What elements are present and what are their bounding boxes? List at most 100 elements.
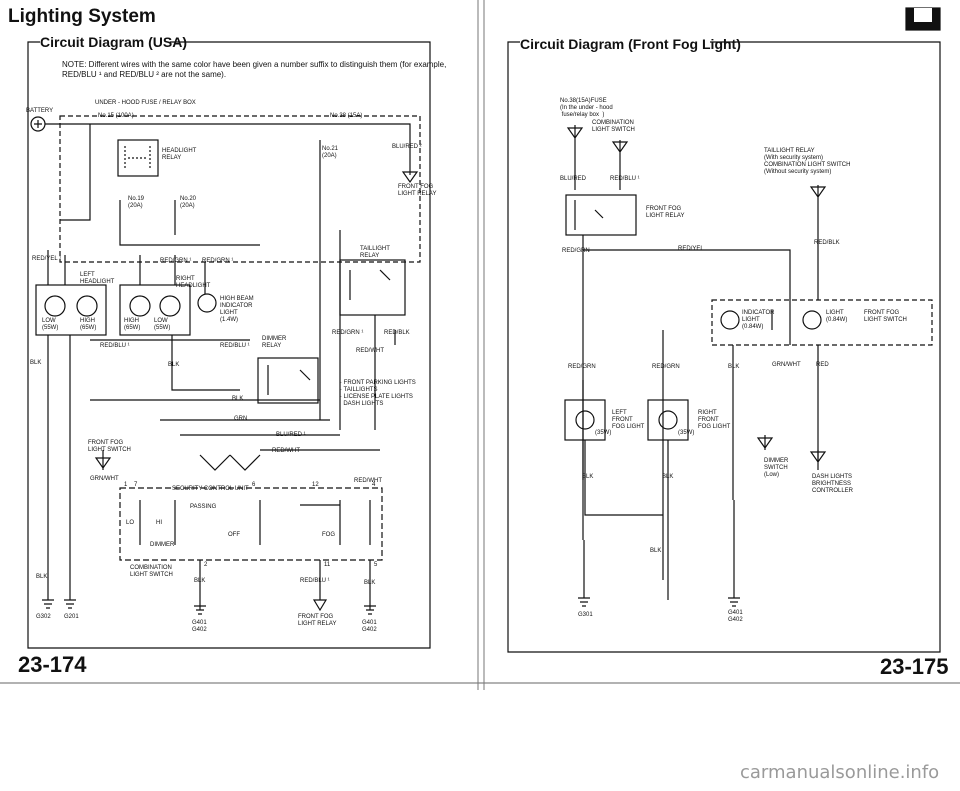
r-label-fog-relay: FRONT FOG LIGHT RELAY (646, 206, 685, 219)
ground-g301 (578, 540, 590, 607)
r-label-red-grn: RED/GRN (562, 248, 590, 254)
r-label-blk: BLK (728, 364, 740, 370)
label-red-grn1c: RED/GRN ¹ (332, 330, 364, 336)
label-fog-relay-top: FRONT FOG LIGHT RELAY (398, 184, 437, 197)
left-headlight-box (35, 284, 107, 336)
security-unit (199, 454, 261, 471)
binding-strip (477, 0, 485, 690)
label-blk4: BLK (36, 574, 48, 580)
r-label-grn-wht: GRN/WHT (772, 362, 801, 368)
label-red-wht: RED/WHT (356, 348, 384, 354)
label-high-beam: HIGH BEAM INDICATOR LIGHT (1.4W) (220, 296, 254, 323)
fog-switch-light (802, 310, 822, 330)
label-parking-lights: · FRONT PARKING LIGHTS · TAILLIGHTS · LI… (340, 380, 416, 407)
r-label-35w: (35W) (595, 430, 612, 436)
r-label-taillight-relay: TAILLIGHT RELAY (With security system) C… (764, 148, 851, 175)
r-label-combo-switch: COMBINATION LIGHT SWITCH (592, 120, 635, 133)
fog-switch-box (711, 299, 933, 346)
label-headlight-relay: HEADLIGHT RELAY (162, 148, 197, 161)
label-lo: LO (126, 520, 135, 526)
label-fuse15: No.15 (100A) (98, 113, 134, 119)
r-label-blu-red: BLU/RED (560, 176, 587, 182)
label-blk2: BLK (168, 362, 180, 368)
ground-g401-left (194, 605, 206, 615)
label-red-wht3: RED/WHT (354, 478, 382, 484)
note-line-1: NOTE: Different wires with the same colo… (62, 60, 447, 69)
left-subtitle: Circuit Diagram (USA) (40, 34, 188, 50)
r-label-blk4: BLK (650, 548, 662, 554)
label-passing: PASSING (190, 504, 217, 510)
pin-1: 1 (124, 482, 128, 488)
r-label-light: LIGHT (0.84W) (826, 310, 848, 323)
r-label-fog-switch: FRONT FOG LIGHT SWITCH (864, 310, 907, 323)
label-blk6: BLK (364, 580, 376, 586)
label-fuse19: No.19 (20A) (128, 196, 145, 209)
label-red-blu1b: RED/BLU ¹ (220, 343, 250, 349)
r-label-35w-b: (35W) (678, 430, 695, 436)
label-grn: GRN (234, 416, 248, 422)
indicator-light (720, 310, 740, 330)
r-label-dimmer-switch: DIMMER SWITCH (Low) (764, 458, 789, 478)
r-label-right-fog: RIGHT FRONT FOG LIGHT (698, 410, 731, 430)
label-left-headlight: LEFT HEADLIGHT (80, 272, 115, 285)
label-grn-wht: GRN/WHT (90, 476, 119, 482)
r-label-g401: G401 G402 (728, 610, 743, 623)
label-blk5: BLK (194, 578, 206, 584)
label-low55b: LOW (55W) (154, 318, 171, 331)
label-fuse38: No.38 (15A) (330, 113, 363, 119)
ground-g401-left2 (364, 605, 376, 615)
r-label-fuse38: No.38(15A)FUSE (In the under - hood fuse… (560, 98, 613, 118)
r-label-indicator: INDICATOR LIGHT (0.84W) (742, 310, 775, 330)
label-combination-switch: COMBINATION LIGHT SWITCH (130, 565, 173, 578)
label-low55: LOW (55W) (42, 318, 59, 331)
pin-6: 6 (252, 482, 256, 488)
r-label-red-blu1: RED/BLU ¹ (610, 176, 640, 182)
fog-relay-right (565, 194, 637, 236)
r-label-blk3: BLK (662, 474, 674, 480)
r-label-red-blk: RED/BLK (814, 240, 840, 246)
r-label-red-grn2: RED/GRN (568, 364, 596, 370)
fusebox-dashed (59, 115, 421, 263)
r-label-red-grn3: RED/GRN (652, 364, 680, 370)
label-g401-b: G401 G402 (362, 620, 377, 633)
right-frame (507, 41, 941, 653)
pin-4: 4 (372, 482, 376, 488)
pin-7: 7 (134, 482, 138, 488)
label-fog-relay-bottom: FRONT FOG LIGHT RELAY (298, 614, 337, 627)
right-headlight-box (119, 284, 191, 336)
left-frame (27, 41, 431, 649)
pin-11: 11 (324, 562, 331, 568)
label-taillight-relay: TAILLIGHT RELAY (360, 246, 390, 259)
right-subtitle: Circuit Diagram (Front Fog Light) (520, 36, 741, 52)
left-page-number: 23-174 (18, 652, 87, 677)
note-line-2: RED/BLU ¹ and RED/BLU ² are not the same… (62, 70, 227, 79)
pin-12: 12 (312, 482, 319, 488)
r-label-red: RED (816, 362, 829, 368)
headlight-relay (117, 139, 159, 177)
label-fuse21: No.21 (20A) (322, 146, 339, 159)
label-hi: HI (156, 520, 162, 526)
label-blu-red2: BLU/RED ² (392, 144, 422, 150)
left-title: Lighting System (8, 6, 156, 27)
label-battery: BATTERY (26, 108, 54, 114)
ground-g201 (64, 580, 76, 609)
label-g201: G201 (64, 614, 79, 620)
watermark: carmanualsonline.info (740, 762, 940, 783)
r-label-left-fog: LEFT FRONT FOG LIGHT (612, 410, 645, 430)
pin-5: 5 (374, 562, 378, 568)
label-red-yel1: RED/YEL ¹ (32, 256, 62, 262)
label-dimmer-relay: DIMMER RELAY (262, 336, 287, 349)
r-label-red-yel: RED/YEL (678, 246, 704, 252)
label-right-headlight: RIGHT HEADLIGHT (176, 276, 211, 289)
label-high65: HIGH (65W) (80, 318, 97, 331)
label-g401-a: G401 G402 (192, 620, 207, 633)
label-red-blk: RED/BLK (384, 330, 410, 336)
label-red-blu1c: RED/BLU ¹ (300, 578, 330, 584)
label-red-grn1b: RED/GRN ¹ (202, 258, 234, 264)
label-security-unit: SECURITY CONTROL UNIT (172, 486, 249, 492)
label-fuse-box: UNDER - HOOD FUSE / RELAY BOX (95, 100, 196, 106)
r-label-g301: G301 (578, 612, 593, 618)
r-label-dash-controller: DASH LIGHTS BRIGHTNESS CONTROLLER (812, 474, 854, 494)
right-page-number: 23-175 (880, 654, 949, 679)
label-red-wht2: RED/WHT (272, 448, 300, 454)
